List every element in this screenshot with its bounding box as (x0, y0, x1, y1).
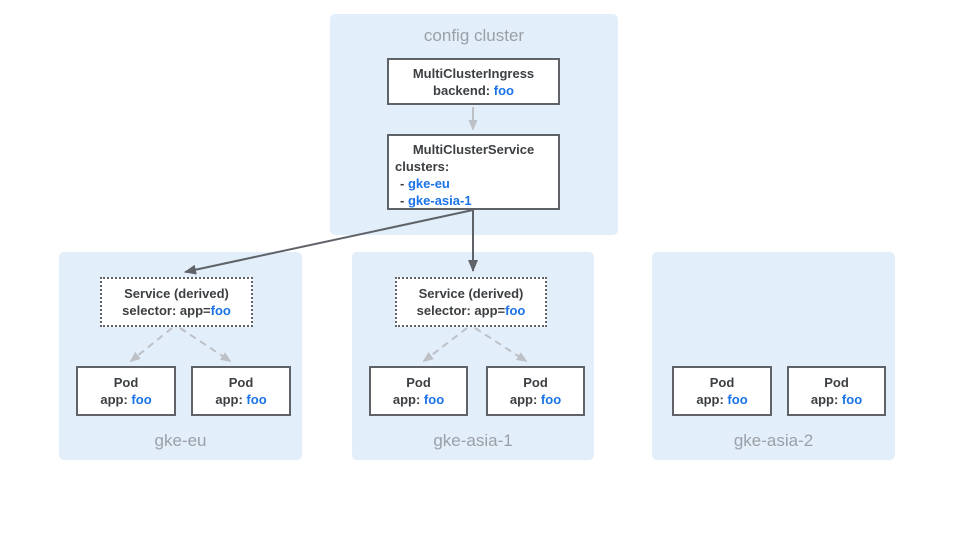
pod-title: Pod (523, 375, 548, 390)
pod-app-value: foo (246, 392, 267, 407)
pod-app-value: foo (841, 392, 863, 407)
config-cluster-panel: config cluster MultiClusterIngress backe… (330, 14, 618, 235)
pod-app-label: app: (392, 392, 421, 407)
pod-app-label: app: (215, 392, 243, 407)
mci-name: MultiClusterIngress (412, 65, 535, 81)
pod-app: app: foo (811, 391, 862, 408)
gke-asia-1-pod-2-box: Pod app: foo (486, 366, 585, 416)
mcs-cluster-ref: - gke-asia-1 (389, 192, 558, 209)
mcs-cluster-ref-name: gke-asia-1 (407, 193, 472, 208)
gke-asia-2-pod-1-box: Pod app: foo (672, 366, 772, 416)
pod-app-label: app: (509, 392, 538, 407)
service-selector: selector: app=foo (122, 302, 231, 319)
pod-title: Pod (113, 375, 139, 390)
gke-asia-1-label: gke-asia-1 (433, 431, 513, 450)
gke-asia-1-panel: Service (derived) selector: app=foo Pod … (352, 252, 594, 460)
gke-eu-label: gke-eu (154, 431, 207, 450)
service-selector: selector: app=foo (417, 302, 526, 319)
gke-eu-pod-2-box: Pod app: foo (191, 366, 291, 416)
gke-asia-1-pod-1-box: Pod app: foo (369, 366, 468, 416)
mcs-cluster-ref-name: gke-eu (407, 176, 450, 191)
pod-app-value: foo (423, 392, 445, 407)
service-selector-value: foo (505, 303, 526, 318)
pod-app-label: app: (100, 392, 128, 407)
gke-eu-pod-1-box: Pod app: foo (76, 366, 176, 416)
multi-cluster-service-box: MultiClusterService clusters: - gke-eu -… (387, 134, 560, 210)
mci-backend-value: foo (493, 82, 514, 98)
gke-eu-derived-service-box: Service (derived) selector: app=foo (100, 277, 253, 327)
pod-app-value: foo (540, 392, 562, 407)
pod-app-label: app: (696, 392, 724, 407)
pod-title: Pod (406, 375, 431, 390)
mci-backend-label: backend: (433, 82, 491, 98)
service-selector-label: selector: app= (416, 303, 506, 318)
mcs-name: MultiClusterService (412, 142, 535, 157)
pod-app: app: foo (215, 391, 266, 408)
pod-app-value: foo (131, 392, 152, 407)
config-cluster-title: config cluster (423, 26, 525, 45)
gke-asia-2-pod-2-box: Pod app: foo (787, 366, 886, 416)
pod-app: app: foo (393, 391, 444, 408)
multi-cluster-ingress-box: MultiClusterIngress backend: foo (387, 58, 560, 105)
service-selector-value: foo (210, 303, 231, 318)
gke-asia-2-label: gke-asia-2 (733, 431, 814, 450)
mcs-cluster-ref-bullet: - (400, 193, 405, 208)
gke-asia-2-panel: Pod app: foo Pod app: foo gke-asia-2 (652, 252, 895, 460)
mcs-cluster-ref: - gke-eu (389, 175, 558, 192)
mcs-clusters-label: clusters: (395, 159, 450, 174)
pod-app: app: foo (510, 391, 561, 408)
pod-app-label: app: (810, 392, 839, 407)
pod-app: app: foo (100, 391, 151, 408)
gke-eu-panel: Service (derived) selector: app=foo Pod … (59, 252, 302, 460)
service-title: Service (derived) (418, 286, 524, 301)
pod-app-value: foo (727, 392, 748, 407)
service-title: Service (derived) (124, 286, 229, 301)
gke-asia-1-derived-service-box: Service (derived) selector: app=foo (395, 277, 547, 327)
pod-app: app: foo (696, 391, 747, 408)
mcs-cluster-ref-bullet: - (400, 176, 405, 191)
pod-title: Pod (228, 375, 254, 390)
pod-title: Pod (709, 375, 735, 390)
pod-title: Pod (824, 375, 849, 390)
service-selector-label: selector: app= (122, 303, 211, 318)
mci-backend: backend: foo (433, 82, 514, 99)
